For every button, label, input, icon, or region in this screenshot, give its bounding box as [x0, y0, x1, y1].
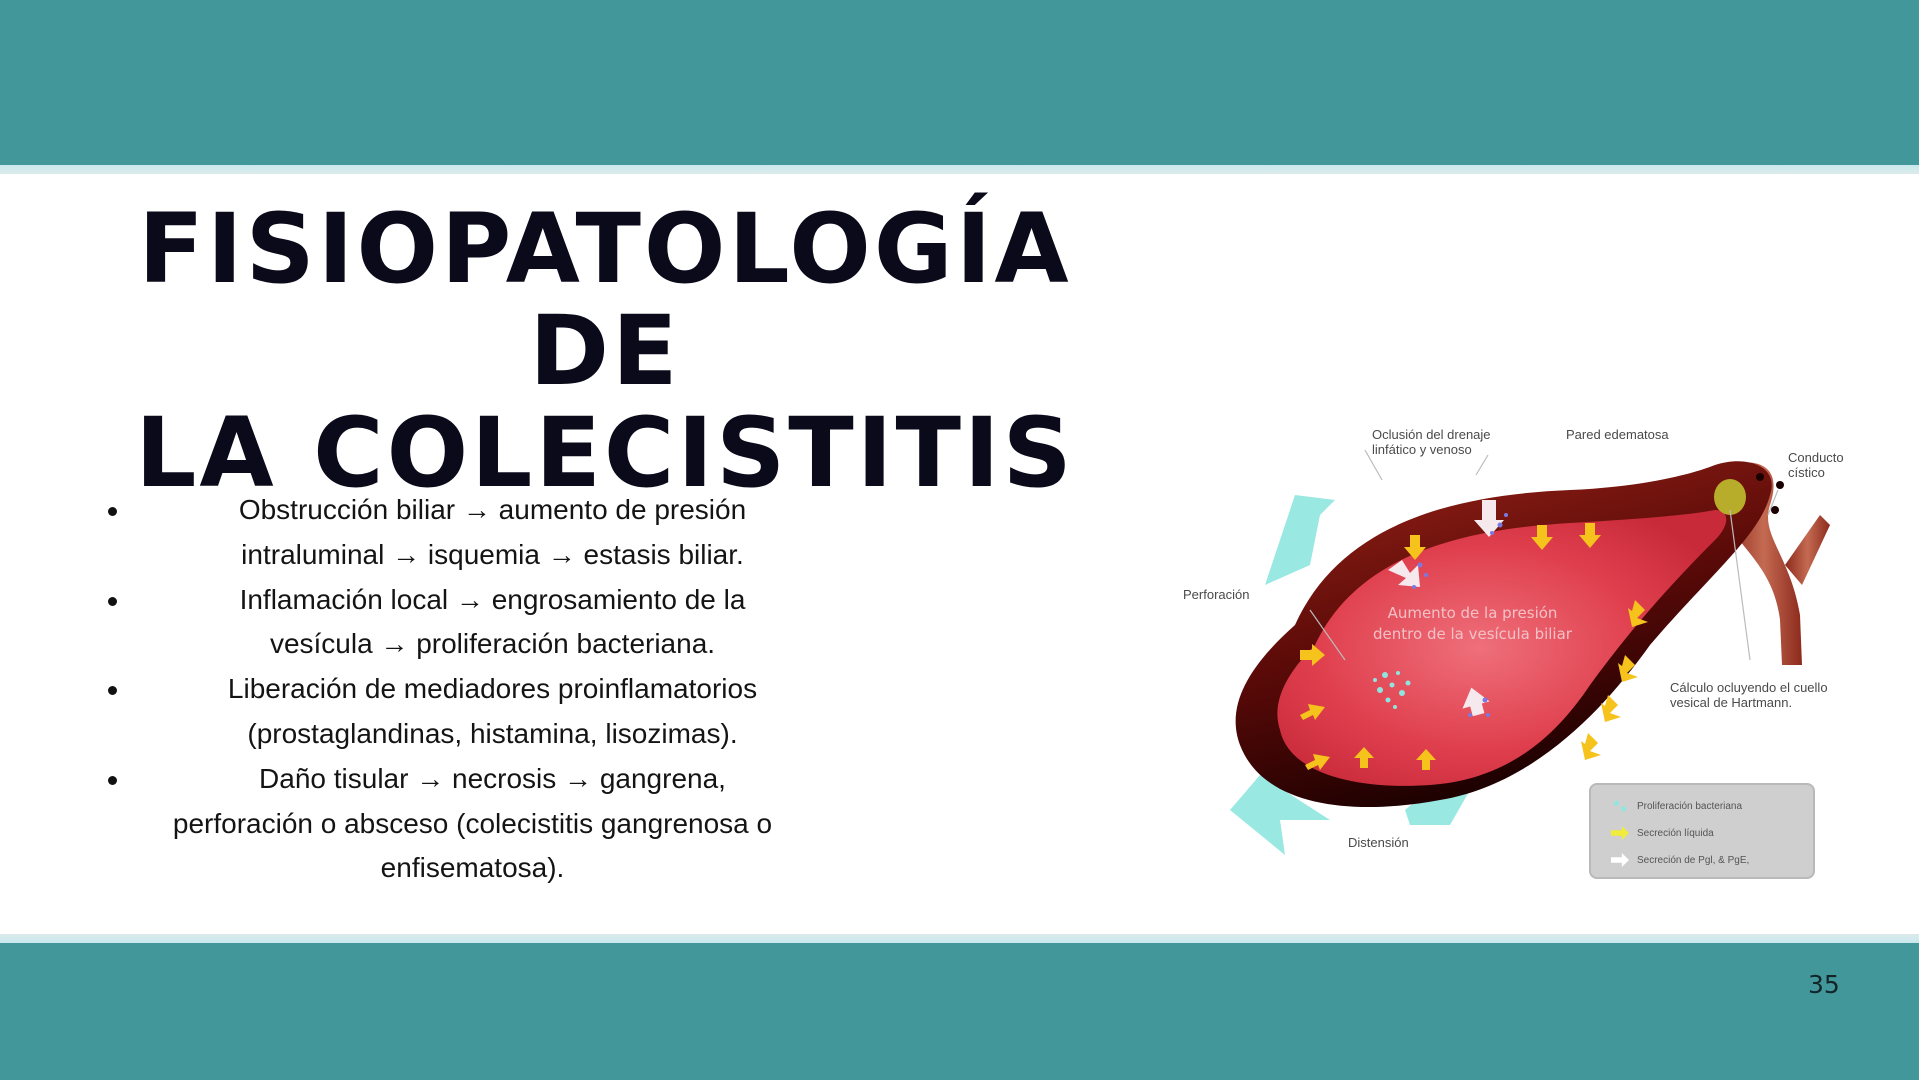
- bullet-list: Obstrucción biliar → aumento de presión …: [100, 488, 845, 891]
- white-arrow-icon: [1611, 853, 1629, 867]
- label-oclusion-line: Oclusión del drenaje: [1372, 427, 1491, 442]
- label-distension: Distensión: [1348, 835, 1409, 850]
- bullet-line: vesícula → proliferación bacteriana.: [269, 628, 716, 660]
- label-calculo-line: Cálculo ocluyendo el cuello: [1670, 680, 1828, 695]
- gallbladder-diagram: Oclusión del drenaje linfático y venoso …: [1170, 415, 1870, 885]
- label-pared: Pared edematosa: [1566, 427, 1669, 442]
- bullet-item: Obstrucción biliar → aumento de presión …: [100, 488, 845, 578]
- bullet-line: (prostaglandinas, histamina, lisozimas).: [247, 717, 738, 749]
- legend-item: Secreción líquida: [1611, 826, 1714, 840]
- label-conducto-line: cístico: [1788, 465, 1825, 480]
- label-calculo: Cálculo ocluyendo el cuello vesical de H…: [1670, 680, 1828, 710]
- label-center-pressure: Aumento de la presión dentro de la vesíc…: [1360, 603, 1585, 645]
- gallbladder-illustration: [1230, 449, 1830, 855]
- bullet-item: Daño tisular → necrosis → gangrena, perf…: [100, 757, 845, 891]
- label-oclusion: Oclusión del drenaje linfático y venoso: [1372, 427, 1491, 457]
- page-number: 35: [1808, 970, 1840, 999]
- legend-label: Secreción líquida: [1637, 827, 1714, 839]
- yellow-arrow-icon: [1611, 826, 1629, 840]
- bullet-line: enfisematosa).: [380, 852, 565, 884]
- label-perforacion: Perforación: [1183, 587, 1250, 602]
- bullet-line: Liberación de mediadores proinflamatorio…: [227, 673, 758, 705]
- bullet-dot-icon: [108, 596, 117, 606]
- legend-label: Proliferación bacteriana: [1637, 800, 1743, 812]
- label-oclusion-line: linfático y venoso: [1372, 442, 1472, 457]
- header-band: [0, 0, 1919, 165]
- bullet-line: Daño tisular → necrosis → gangrena,: [259, 762, 726, 794]
- legend-label: Secreción de Pgl, & PgE,: [1637, 854, 1750, 866]
- bullet-dot-icon: [108, 775, 117, 785]
- label-center-line: dentro de la vesícula biliar: [1373, 625, 1572, 643]
- bullet-item: Liberación de mediadores proinflamatorio…: [100, 667, 845, 757]
- title-line-1: FISIOPATOLOGÍA DE: [138, 193, 1072, 407]
- title-line-2: LA COLECISTITIS: [135, 397, 1075, 509]
- bullet-line: Obstrucción biliar → aumento de presión: [238, 494, 747, 525]
- label-calculo-line: vesical de Hartmann.: [1670, 695, 1793, 710]
- footer-stripe: [0, 934, 1919, 943]
- bullet-line: intraluminal → isquemia → estasis biliar…: [241, 538, 744, 570]
- label-center-line: Aumento de la presión: [1387, 604, 1558, 622]
- bullet-dot-icon: [108, 507, 117, 516]
- legend-item: Secreción de Pgl, & PgE,: [1611, 853, 1749, 867]
- bacteria-dots-icon: [1611, 799, 1629, 813]
- bullet-item: Inflamación local → engrosamiento de la …: [100, 578, 845, 668]
- footer-band: [0, 943, 1919, 1080]
- label-conducto: Conducto cístico: [1788, 450, 1844, 480]
- slide-title: FISIOPATOLOGÍA DE LA COLECISTITIS: [60, 198, 1150, 504]
- diagram-legend: Proliferación bacteriana Secreción líqui…: [1589, 783, 1815, 879]
- bullet-dot-icon: [108, 686, 117, 696]
- label-conducto-line: Conducto: [1788, 450, 1844, 465]
- legend-item: Proliferación bacteriana: [1611, 799, 1742, 813]
- bullet-line: perforación o absceso (colecistitis gang…: [172, 807, 773, 839]
- header-stripe: [0, 165, 1919, 174]
- bullet-line: Inflamación local → engrosamiento de la: [239, 583, 746, 615]
